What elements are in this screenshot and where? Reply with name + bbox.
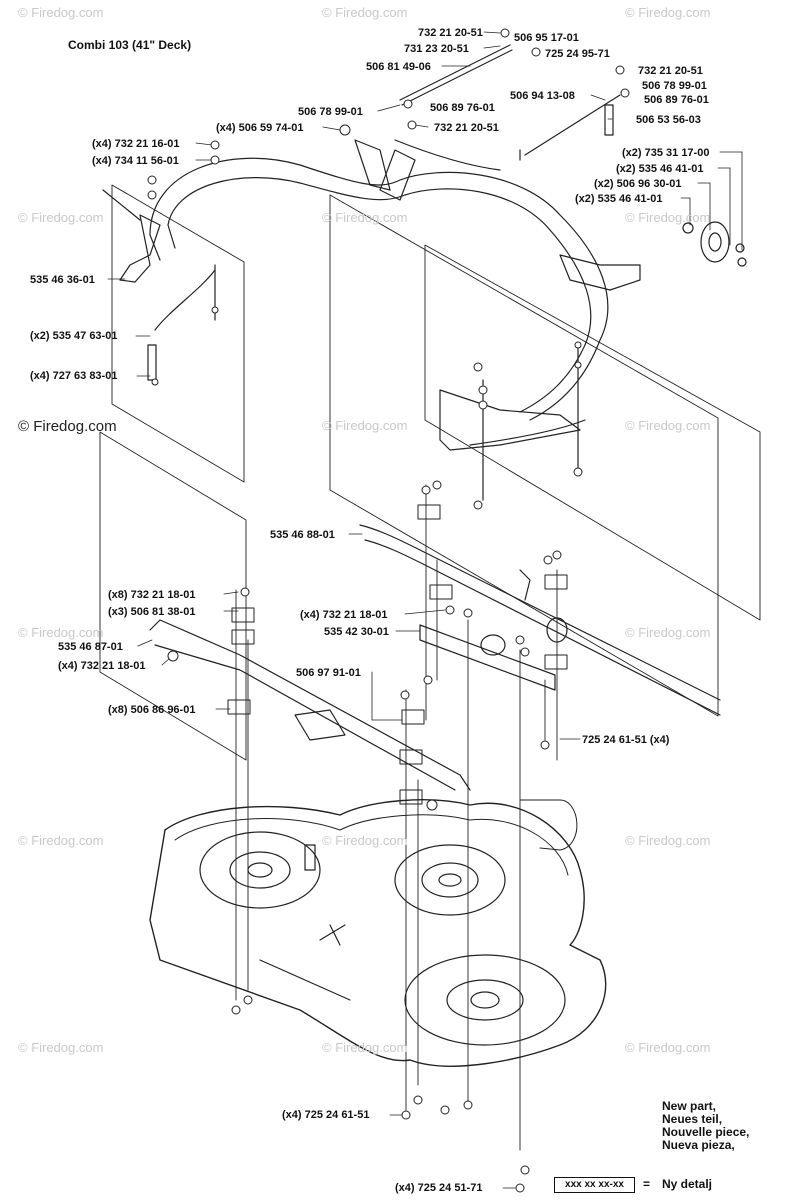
part-label: 506 78 99-01 xyxy=(298,106,363,118)
watermark: © Firedog.com xyxy=(322,5,408,20)
watermark: © Firedog.com xyxy=(625,1040,711,1055)
watermark: © Firedog.com xyxy=(625,5,711,20)
watermark: © Firedog.com xyxy=(18,1040,104,1055)
leader-lines xyxy=(107,31,743,1189)
part-label: (x4) 725 24 51-71 xyxy=(395,1182,483,1194)
mower-deck xyxy=(149,799,607,1067)
main-tube-frame xyxy=(149,157,609,421)
legend-equals: = xyxy=(643,1177,651,1191)
part-label: 506 81 49-06 xyxy=(366,61,431,73)
middle-plane xyxy=(329,194,719,717)
part-label: (x2) 506 96 30-01 xyxy=(594,178,682,190)
part-label: (x8) 506 86 96-01 xyxy=(108,704,196,716)
watermark: © Firedog.com xyxy=(322,418,408,433)
watermark: © Firedog.com xyxy=(18,418,117,435)
legend-text: New part, Neues teil, Nouvelle piece, Nu… xyxy=(662,1100,749,1152)
part-label: (x2) 535 46 41-01 xyxy=(575,193,663,205)
part-label: 731 23 20-51 xyxy=(404,43,469,55)
watermark: © Firedog.com xyxy=(625,833,711,848)
legend-line: New part, xyxy=(662,1099,717,1113)
part-label: (x4) 732 21 16-01 xyxy=(92,138,180,150)
part-label: 535 42 30-01 xyxy=(324,626,389,638)
legend-line: Nueva pieza, xyxy=(662,1138,735,1152)
part-label: (x4) 734 11 56-01 xyxy=(92,155,179,167)
part-label: 732 21 20-51 xyxy=(434,122,499,134)
part-label: 725 24 95-71 xyxy=(545,48,610,60)
front-lift-arm xyxy=(149,619,471,791)
part-label: 506 78 99-01 xyxy=(642,80,707,92)
left-bracket xyxy=(119,214,161,283)
part-label: 506 97 91-01 xyxy=(296,667,361,679)
watermark: © Firedog.com xyxy=(625,418,711,433)
lower-left-plane xyxy=(99,431,247,761)
part-label: 732 21 20-51 xyxy=(638,65,703,77)
watermark: © Firedog.com xyxy=(18,210,104,225)
legend-line: Ny detalj xyxy=(662,1177,713,1191)
watermark: © Firedog.com xyxy=(18,833,104,848)
deck-x-mark xyxy=(259,924,351,1001)
watermark: © Firedog.com xyxy=(322,210,408,225)
part-label: 506 53 56-03 xyxy=(636,114,701,126)
part-label: (x4) 725 24 61-51 xyxy=(282,1109,370,1121)
left-link xyxy=(154,269,216,331)
link-rod-upper xyxy=(399,44,511,101)
watermark: © Firedog.com xyxy=(322,1040,408,1055)
upper-right-plane xyxy=(424,244,761,621)
watermark: © Firedog.com xyxy=(625,625,711,640)
part-label: (x2) 535 47 63-01 xyxy=(30,330,118,342)
part-label: 535 46 36-01 xyxy=(30,274,95,286)
front-arm xyxy=(149,224,176,261)
part-label: (x4) 727 63 83-01 xyxy=(30,370,118,382)
part-label: (x3) 506 81 38-01 xyxy=(108,606,196,618)
legend-line: Neues teil, xyxy=(662,1112,723,1126)
right-bracket xyxy=(559,254,641,291)
part-label: (x2) 535 46 41-01 xyxy=(616,163,704,175)
link-rod-right xyxy=(524,94,621,156)
watermark: © Firedog.com xyxy=(625,210,711,225)
legend-part-number-box: xxx xx xx-xx xyxy=(554,1177,635,1193)
part-label: (x2) 735 31 17-00 xyxy=(622,147,710,159)
legend-line: Nouvelle piece, xyxy=(662,1125,750,1139)
part-label: 506 89 76-01 xyxy=(430,102,495,114)
part-label: (x4) 732 21 18-01 xyxy=(58,660,146,672)
part-label: 535 46 88-01 xyxy=(270,529,335,541)
watermark: © Firedog.com xyxy=(322,833,408,848)
part-label: 725 24 61-51 (x4) xyxy=(582,734,670,746)
center-blade-housing xyxy=(394,844,506,916)
diagram-title: Combi 103 (41" Deck) xyxy=(68,38,192,52)
bolt-lines xyxy=(235,484,558,1151)
center-plate xyxy=(419,624,556,691)
watermark: © Firedog.com xyxy=(18,5,104,20)
watermark: © Firedog.com xyxy=(18,625,104,640)
part-label: 732 21 20-51 xyxy=(418,27,483,39)
part-label: (x8) 732 21 18-01 xyxy=(108,589,196,601)
hanger-blocks xyxy=(227,504,568,805)
right-blade-housing xyxy=(404,954,566,1046)
part-label: (x4) 732 21 18-01 xyxy=(300,609,388,621)
fasteners xyxy=(147,28,630,1193)
part-label: 506 94 13-08 xyxy=(510,90,575,102)
anti-scalp-wheel xyxy=(700,221,730,263)
part-label: 506 95 17-01 xyxy=(514,32,579,44)
part-label: 506 89 76-01 xyxy=(644,94,709,106)
part-label: (x4) 506 59 74-01 xyxy=(216,122,304,134)
upper-left-plane xyxy=(111,184,245,483)
left-blade-housing xyxy=(199,831,321,909)
rear-lift-arm xyxy=(359,524,721,716)
part-label: 535 46 87-01 xyxy=(58,641,123,653)
